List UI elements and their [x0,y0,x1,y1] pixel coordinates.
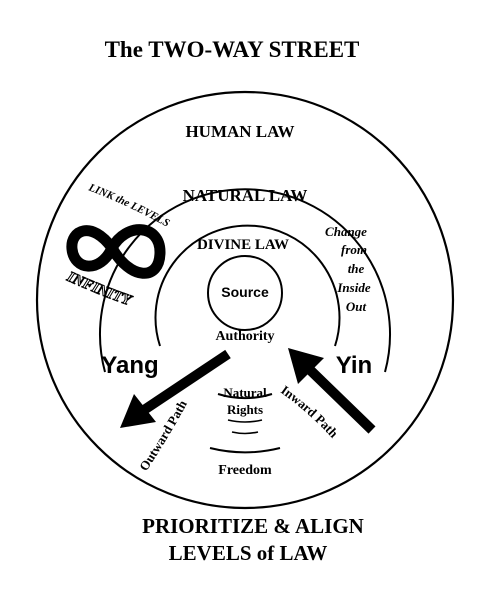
inner-arc-2 [231,431,259,435]
link-levels-label: LINK the LEVELS [86,181,172,229]
footer-line-2: LEVELS of LAW [169,541,328,565]
arrow-down-left-icon [120,394,156,428]
source-circle [207,255,283,331]
natural-law-arc-bottom [209,447,281,454]
natural-rights-label-1: Natural [223,385,267,400]
divine-law-label: DIVINE LAW [197,237,289,253]
yang-label: Yang [101,352,158,379]
inner-arc [227,419,263,423]
source-label: Source [221,284,269,300]
natural-rights-label-2: Rights [227,402,263,417]
human-law-label: HUMAN LAW [185,122,294,141]
yin-label: Yin [336,352,372,379]
change-label-1: Change [325,224,367,239]
change-label-5: Out [346,299,367,314]
change-label-4: Inside [336,280,370,295]
arrow-up-left-icon [288,348,324,384]
page-title: The TWO-WAY STREET [105,37,360,62]
authority-label: Authority [215,329,274,344]
divine-law-arc-bottom [217,393,273,399]
infinity-icon [66,224,166,279]
human-law-circle [35,90,455,510]
freedom-label: Freedom [218,463,272,478]
change-label-2: from [341,242,367,257]
footer-line-1: PRIORITIZE & ALIGN [142,514,364,538]
divine-law-arc [154,224,341,347]
change-label-3: the [348,261,365,276]
natural-law-arc [99,188,391,373]
inward-arrow-shaft [302,362,376,434]
infinity-label: INFINITY [64,269,135,310]
natural-law-label: NATURAL LAW [183,186,308,205]
outward-arrow-shaft [141,349,231,415]
